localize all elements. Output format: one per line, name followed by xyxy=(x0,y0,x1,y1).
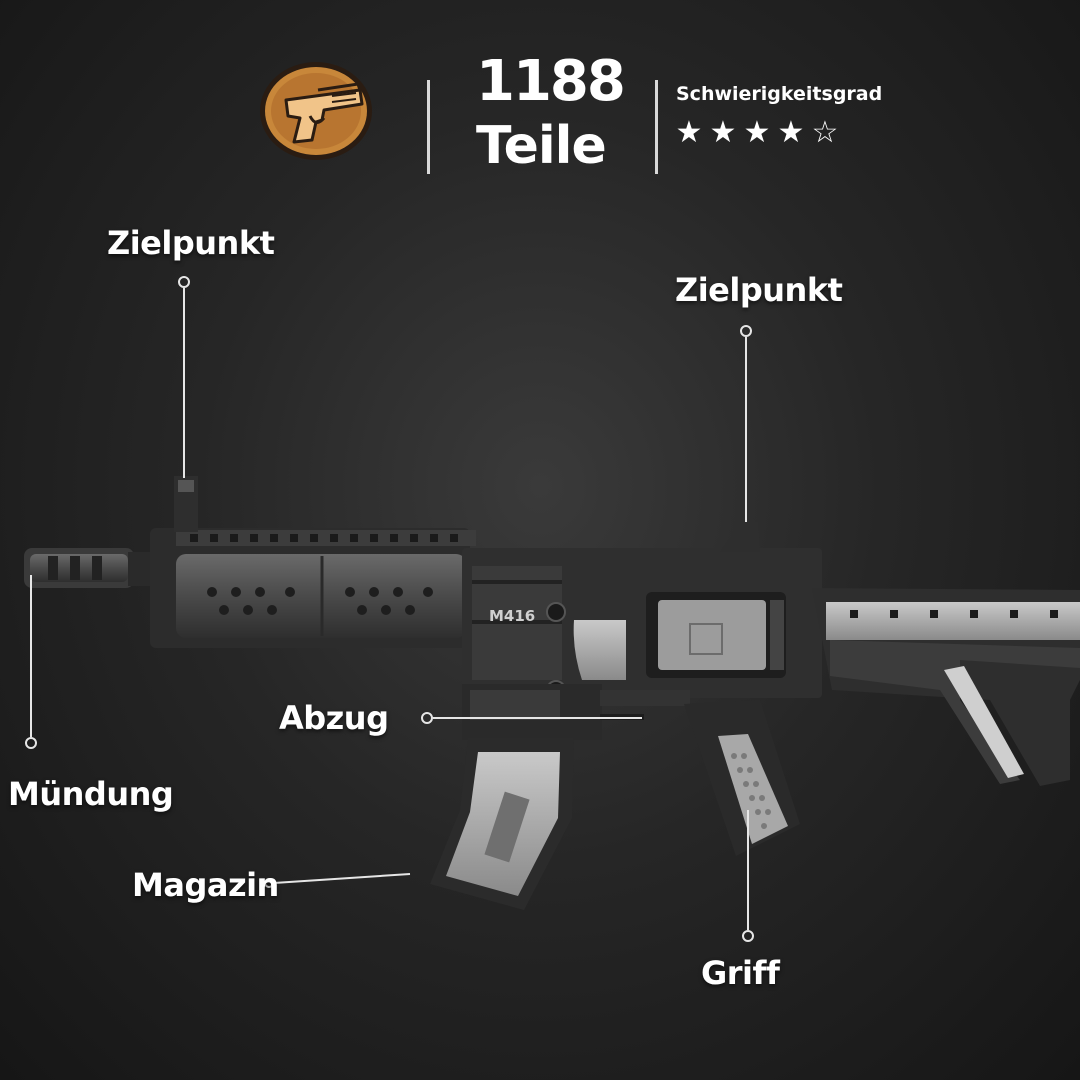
difficulty-stars: ★ ★ ★ ★ ☆ xyxy=(674,116,840,150)
trigger-label: Abzug xyxy=(279,699,389,737)
star-1-filled-icon: ★ xyxy=(675,115,703,150)
parts-count: 1188 xyxy=(476,49,626,114)
star-4-filled-icon: ★ xyxy=(777,115,805,150)
front-sight-part xyxy=(174,476,198,532)
difficulty-label: Schwierigkeitsgrad xyxy=(676,83,883,105)
pistol-badge-icon xyxy=(260,62,372,160)
grip-label: Griff xyxy=(701,954,780,992)
magazine-part xyxy=(430,738,574,910)
magazine-label: Magazin xyxy=(132,866,279,904)
muzzle-label: Mündung xyxy=(8,775,174,813)
muzzle-part xyxy=(24,548,158,588)
header-divider-right xyxy=(655,80,658,174)
star-5-empty-icon: ☆ xyxy=(811,115,839,150)
rear-sight-label: Zielpunkt xyxy=(675,271,843,309)
star-3-filled-icon: ★ xyxy=(743,115,771,150)
handguard-part xyxy=(150,528,476,648)
trigger-part xyxy=(462,684,690,740)
grip-part xyxy=(684,700,800,856)
header-divider-left xyxy=(427,80,430,174)
parts-label: Teile xyxy=(476,116,607,176)
star-2-filled-icon: ★ xyxy=(709,115,737,150)
rear-sight-part xyxy=(720,522,760,552)
stock-part xyxy=(812,588,1080,786)
receiver-part: M416 xyxy=(462,548,822,700)
model-marking: M416 xyxy=(489,607,535,625)
front-sight-label: Zielpunkt xyxy=(107,224,275,262)
